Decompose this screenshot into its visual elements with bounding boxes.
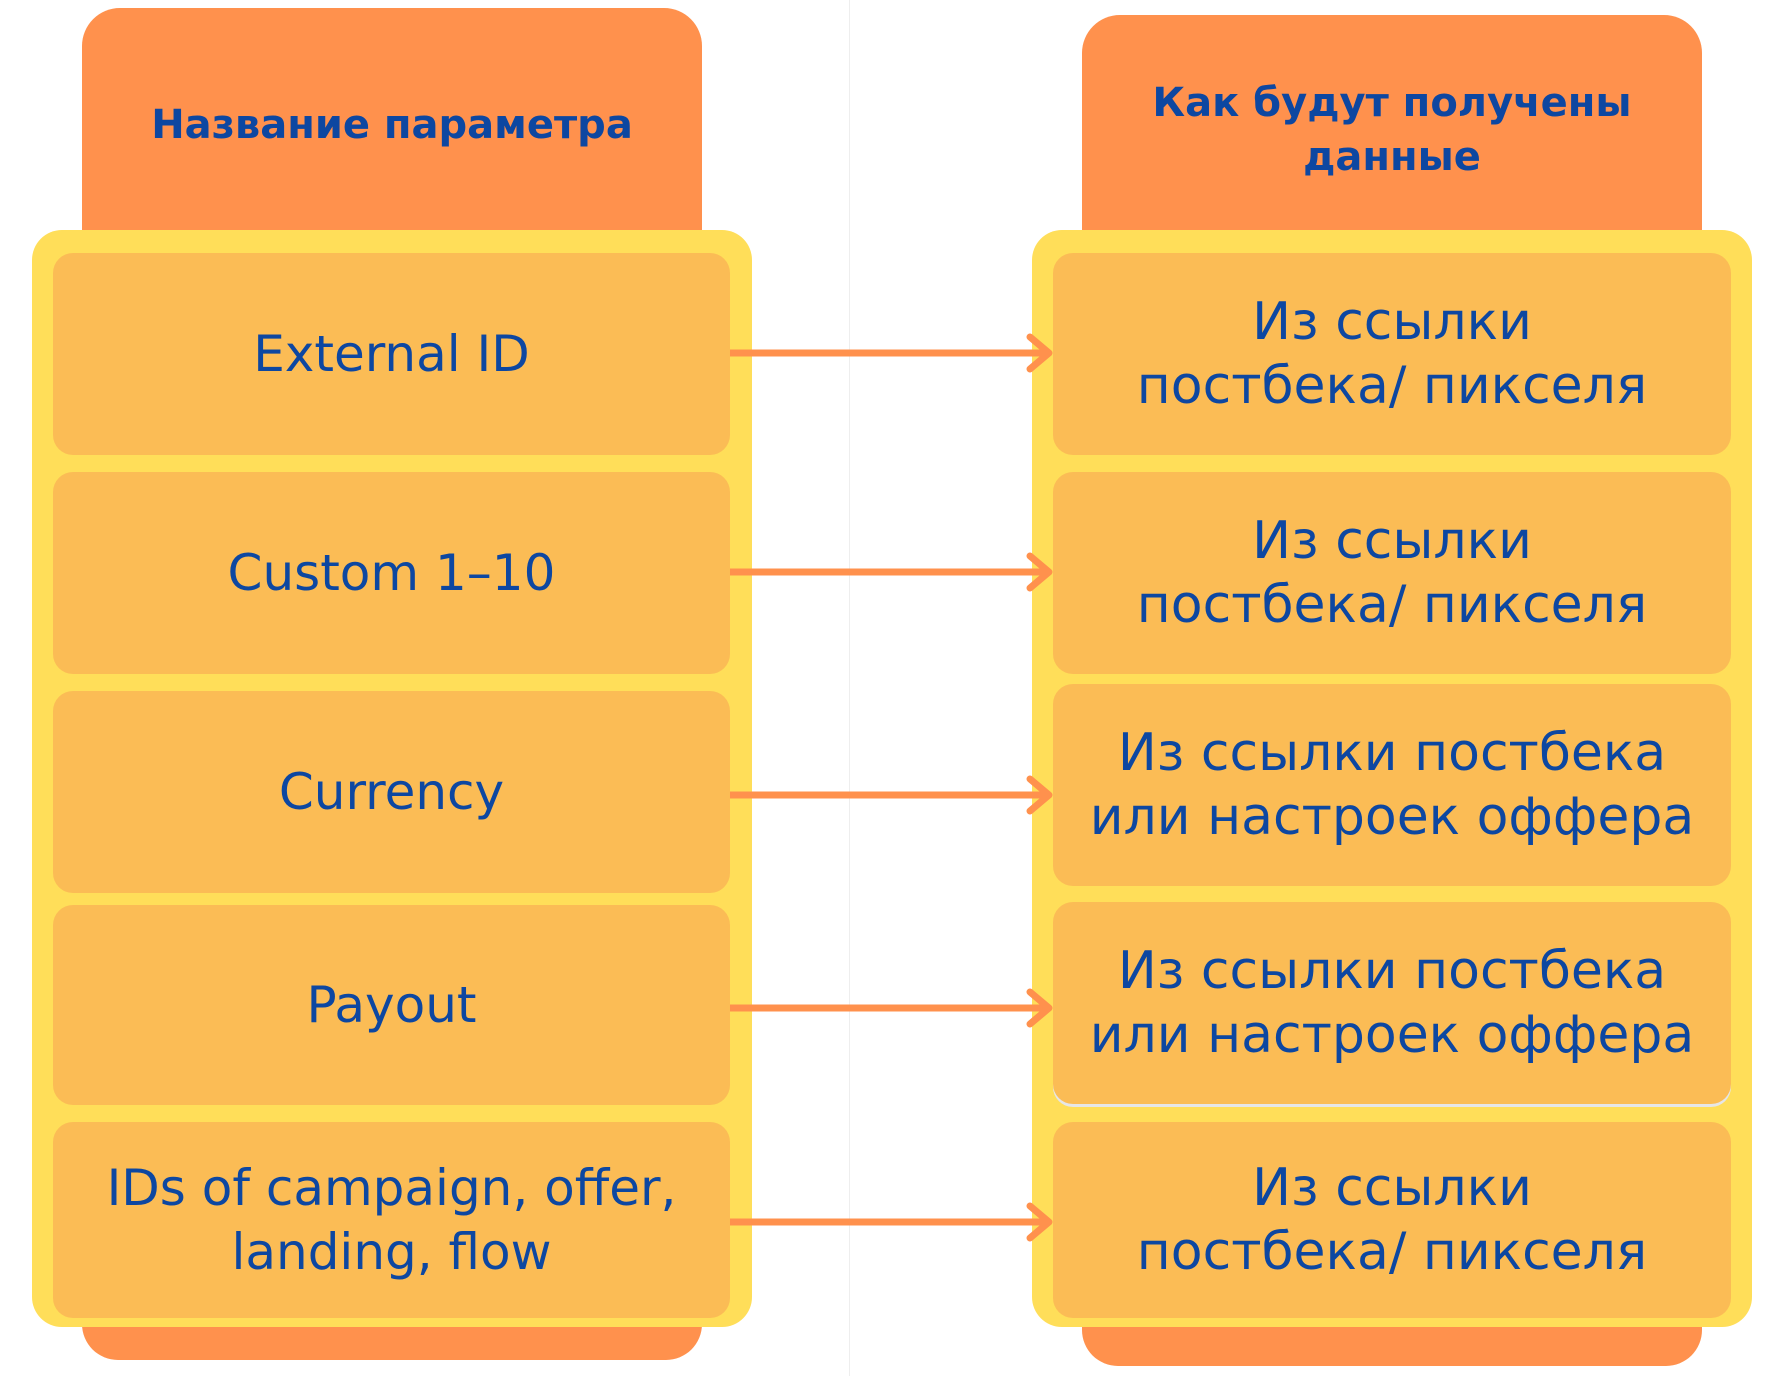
parameter-label: IDs of campaign, offer, landing, flow — [106, 1159, 677, 1281]
parameter-label: External ID — [253, 325, 530, 383]
parameter-cell: Currency — [53, 691, 730, 893]
arrow — [730, 1202, 1053, 1242]
source-cell: Из ссылки постбека/ пикселя — [1053, 253, 1731, 455]
source-cell: Из ссылки постбека/ пикселя — [1053, 1122, 1731, 1318]
source-label: Из ссылки постбека или настроек оффера — [1089, 941, 1695, 1065]
parameter-cell: IDs of campaign, offer, landing, flow — [53, 1122, 730, 1318]
arrow — [730, 552, 1053, 592]
source-label: Из ссылки постбека/ пикселя — [1136, 292, 1648, 416]
parameter-cell: External ID — [53, 253, 730, 455]
arrow — [730, 988, 1053, 1028]
parameter-cell: Custom 1–10 — [53, 472, 730, 674]
right-column-title: Как будут получены данные — [1152, 79, 1632, 180]
arrow — [730, 775, 1053, 815]
left-column-title: Название параметра — [151, 102, 633, 148]
source-cell: Из ссылки постбека/ пикселя — [1053, 472, 1731, 674]
source-cell: Из ссылки постбека или настроек оффера — [1053, 902, 1731, 1104]
parameter-label: Custom 1–10 — [227, 544, 556, 602]
parameter-cell: Payout — [53, 905, 730, 1105]
parameter-label: Payout — [306, 976, 477, 1034]
parameter-label: Currency — [278, 763, 505, 821]
arrow — [730, 333, 1053, 373]
source-label: Из ссылки постбека/ пикселя — [1136, 1158, 1648, 1282]
source-label: Из ссылки постбека/ пикселя — [1136, 511, 1648, 635]
source-label: Из ссылки постбека или настроек оффера — [1089, 723, 1695, 847]
source-cell: Из ссылки постбека или настроек оффера — [1053, 684, 1731, 886]
center-guide-line — [849, 0, 850, 1376]
